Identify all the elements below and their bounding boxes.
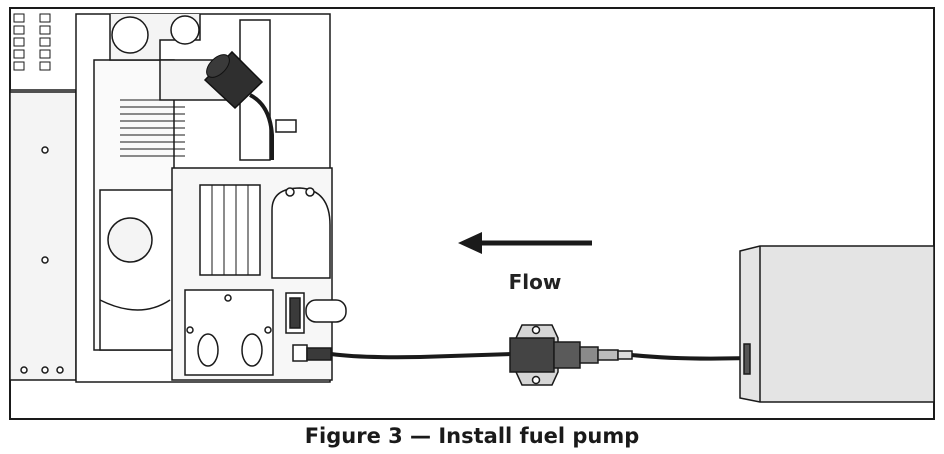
fuel-tank-icon <box>739 245 935 403</box>
flow-label: Flow <box>508 270 562 294</box>
fuel-line-engine <box>330 352 513 360</box>
generator-engine-icon <box>9 13 347 383</box>
fuel-pump-icon <box>509 324 633 386</box>
fuel-line-tank <box>631 353 749 361</box>
fuel-filter-icon <box>203 50 274 160</box>
arrow-left-icon <box>458 232 592 254</box>
figure-caption: Figure 3 — Install fuel pump <box>304 424 640 448</box>
